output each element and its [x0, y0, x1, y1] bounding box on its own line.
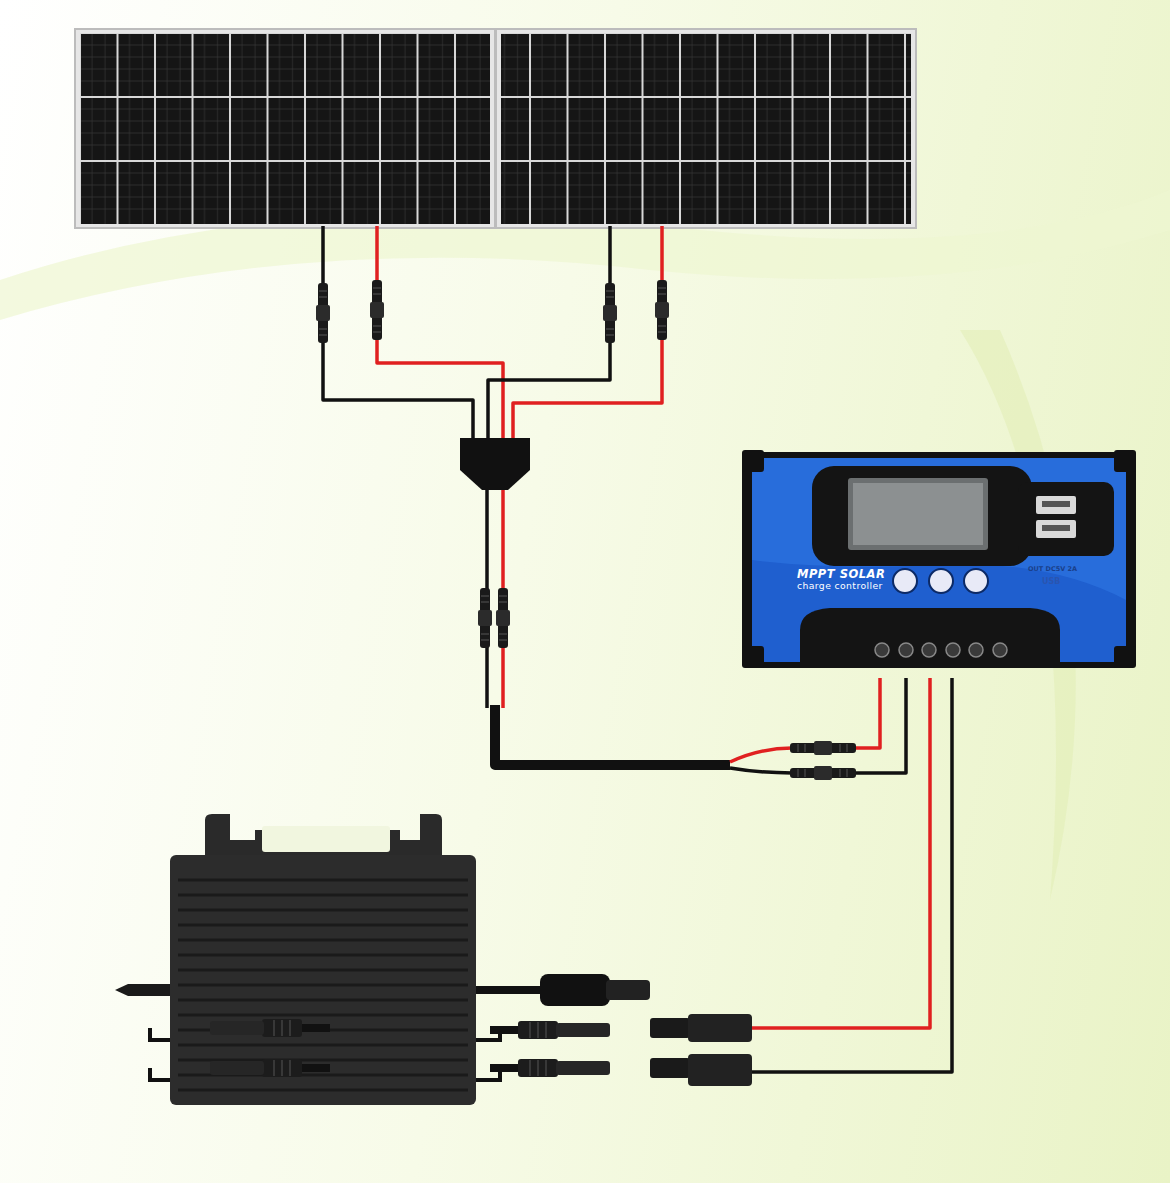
usb-logo-text: USB [1042, 578, 1060, 586]
product-title: MPPT SOLAR [797, 568, 1170, 581]
charge-controller: MPPT SOLARcharge controller [745, 452, 1133, 668]
usb-output-rating: OUT DC5V 2A [1028, 566, 1077, 573]
usb-output-rating-holder: OUT DC5V 2A [1028, 566, 1077, 573]
usb-logo-text-holder: USB [1042, 578, 1060, 586]
product-subtitle: charge controller [797, 581, 1170, 592]
